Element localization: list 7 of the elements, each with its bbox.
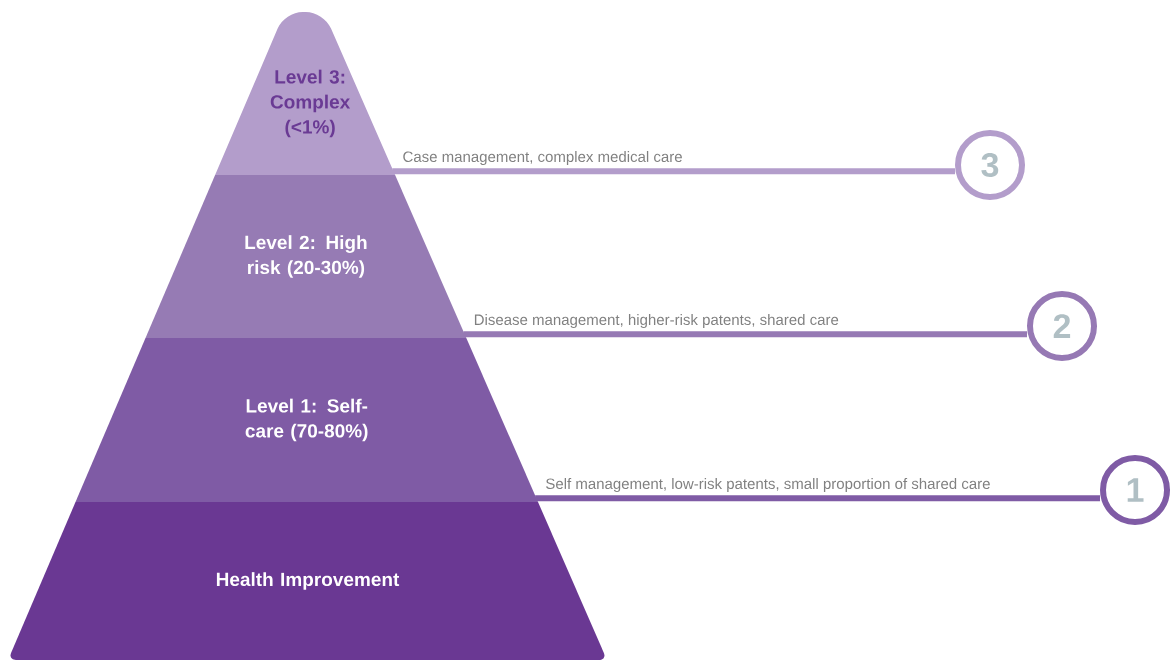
pyramid-tier: Level 1: Self-care (70-80%) — [75, 338, 538, 502]
edge-label: Case management, complex medical care — [403, 151, 682, 165]
pyramid-tier: Level 2: High risk (20-30%) — [145, 175, 467, 338]
edge-label: Disease management, higher-risk patents, shared care — [474, 314, 839, 328]
pyramid-tier: Level 3: Complex (<1%) — [215, 12, 396, 175]
edge-label: Self management, low-risk patents, small proportion of shared care — [546, 478, 990, 492]
pyramid-tier: Health Improvement — [10, 502, 605, 660]
